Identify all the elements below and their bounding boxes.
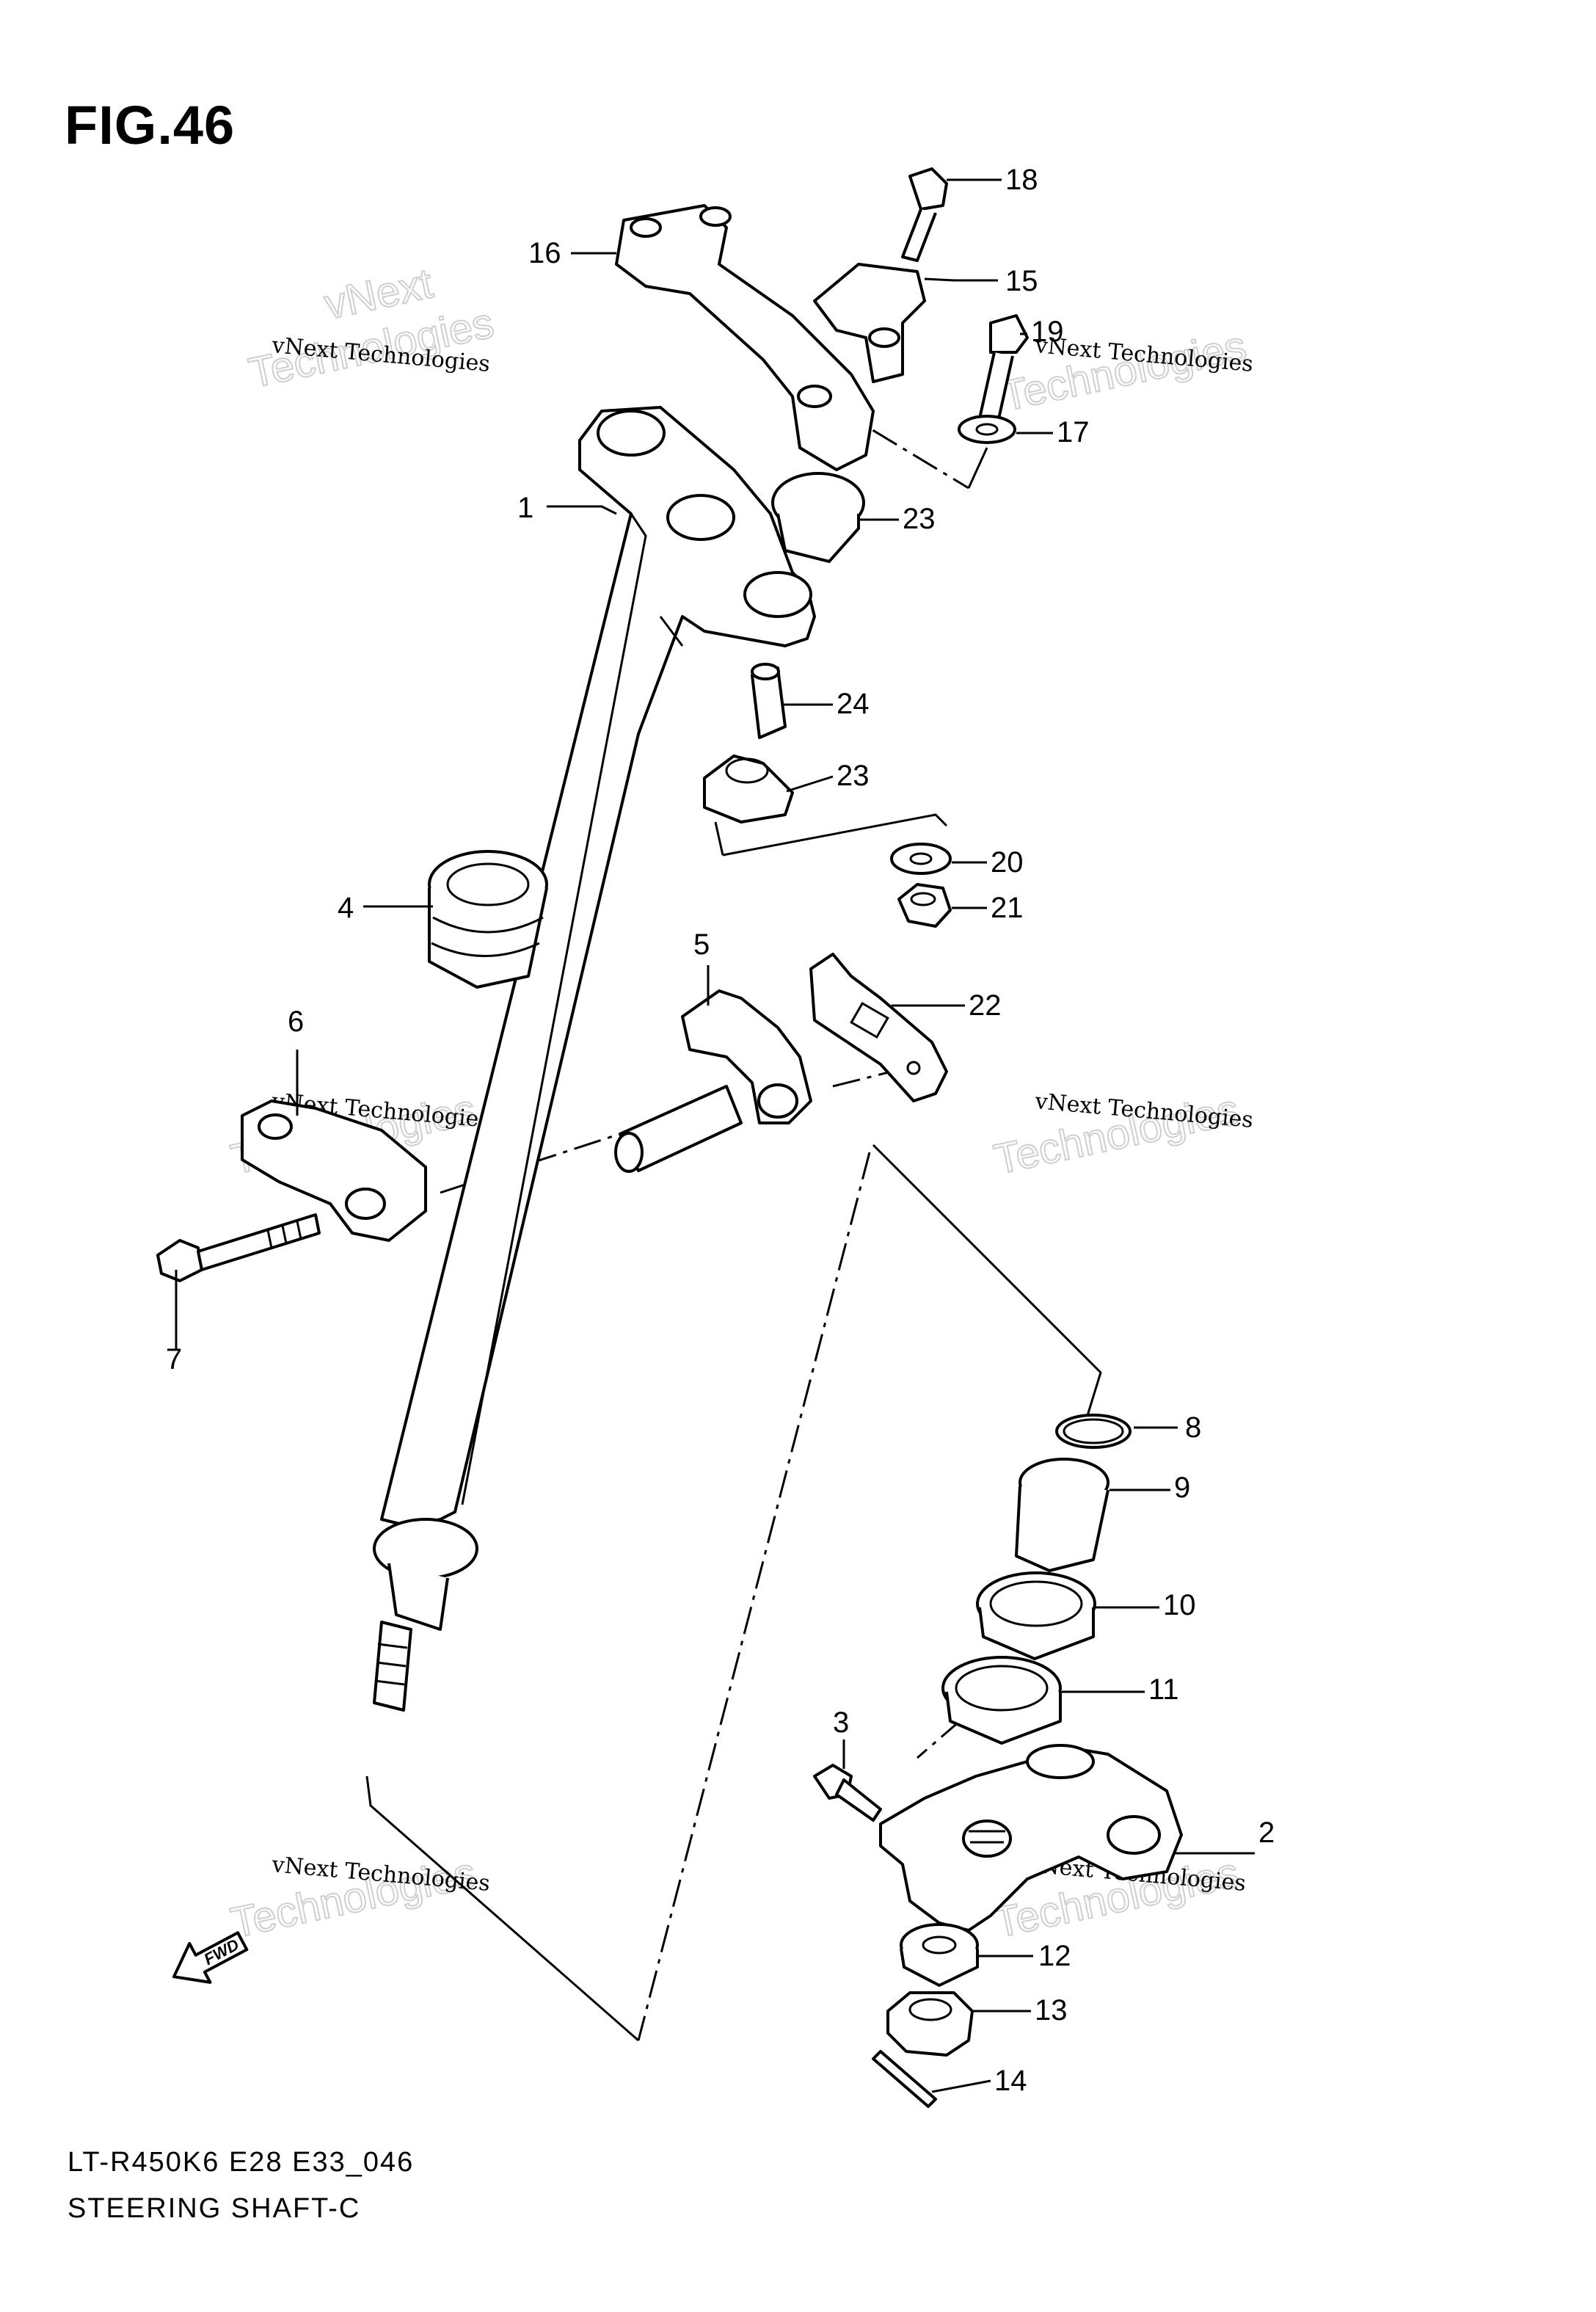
part-9-bush: [1015, 1458, 1109, 1572]
part-23-upper-bushing: [771, 472, 865, 563]
part-14-cotter-pin: [872, 2050, 937, 2108]
callout-10: 10: [1163, 1589, 1196, 1621]
part-21-nut: [897, 883, 952, 928]
part-10-bearing: [976, 1571, 1096, 1660]
model-code: LT-R450K6 E28 E33_046: [68, 2147, 415, 2178]
callout-23-lower: 23: [837, 760, 870, 792]
leader-lines: [175, 178, 1255, 2093]
callout-6: 6: [288, 1006, 304, 1038]
callout-13: 13: [1035, 1994, 1068, 2026]
part-2-arm: [879, 1744, 1183, 1932]
callout-22: 22: [969, 989, 1002, 1022]
callout-8: 8: [1185, 1411, 1201, 1444]
part-16-upper-bracket: [615, 204, 875, 471]
callout-1: 1: [517, 492, 533, 524]
part-5-holder: [681, 989, 812, 1124]
part-1-steering-shaft: [373, 406, 816, 1712]
part-3-bolt: [813, 1764, 882, 1822]
callout-18: 18: [1005, 164, 1038, 196]
callout-3: 3: [833, 1706, 849, 1739]
callout-15: 15: [1005, 265, 1038, 297]
part-12-washer: [900, 1923, 979, 1987]
callout-5: 5: [693, 928, 710, 961]
part-11-bearing: [941, 1656, 1062, 1745]
callout-24: 24: [837, 688, 870, 720]
part-6-shaft-holder: [241, 1099, 427, 1242]
part-17-washer: [958, 415, 1016, 444]
callout-7: 7: [166, 1343, 182, 1375]
part-20-washer: [890, 843, 952, 875]
part-23-lower-bushing: [703, 755, 794, 824]
callout-19: 19: [1031, 316, 1064, 348]
part-7-bolt: [156, 1213, 321, 1282]
callout-21: 21: [991, 892, 1024, 924]
part-4-boot: [428, 850, 548, 989]
callout-17: 17: [1057, 416, 1090, 448]
shaft-collar: [614, 1085, 743, 1173]
watermark-top-left: Technologies vNext: [244, 258, 499, 398]
callout-4: 4: [338, 892, 354, 924]
fwd-arrow-icon: FWD: [172, 1931, 249, 1984]
part-22-plate: [809, 953, 948, 1102]
figure-name: STEERING SHAFT-C: [68, 2193, 361, 2224]
callout-16: 16: [528, 237, 561, 269]
part-8-o-ring: [1055, 1414, 1132, 1449]
callout-20: 20: [991, 846, 1024, 879]
part-15-clamp: [813, 263, 926, 383]
figure-title: FIG.46: [65, 95, 236, 156]
part-13-nut: [886, 1991, 974, 2057]
callout-14: 14: [994, 2065, 1027, 2097]
part-24-collar: [751, 663, 787, 739]
callout-numbers: 1 2 3 4 5 6 7 8 9 10 11 12 13 14 15 16 1…: [166, 164, 1275, 2097]
callout-9: 9: [1174, 1472, 1190, 1504]
callout-11: 11: [1148, 1673, 1179, 1706]
callout-12: 12: [1038, 1940, 1071, 1972]
callout-2: 2: [1258, 1817, 1275, 1849]
callout-23-upper: 23: [903, 503, 936, 535]
part-18-bolt: [901, 167, 948, 262]
